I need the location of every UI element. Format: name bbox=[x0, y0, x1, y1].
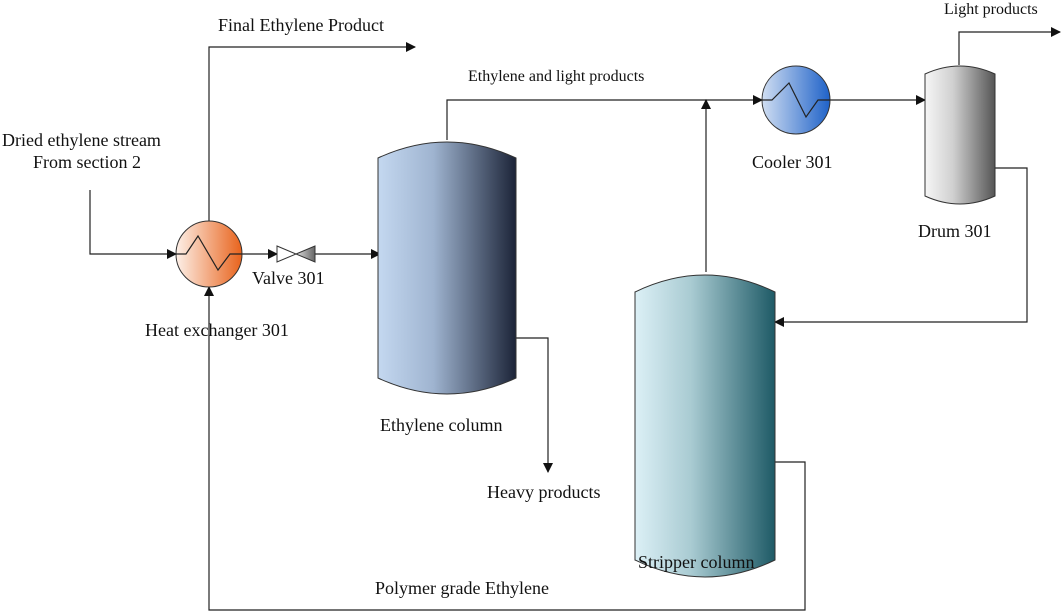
cooler-301 bbox=[761, 65, 831, 135]
ethylene-light-label: Ethylene and light products bbox=[468, 68, 644, 85]
final-product-stream bbox=[208, 42, 416, 221]
valve-301 bbox=[276, 245, 316, 263]
feed-stream bbox=[89, 190, 177, 259]
drum-301 bbox=[924, 65, 996, 205]
light-products-stream bbox=[958, 27, 1061, 65]
polymer-grade-stream bbox=[204, 286, 806, 611]
heavy-products-label: Heavy products bbox=[487, 482, 600, 502]
heat-exchanger-label: Heat exchanger 301 bbox=[145, 320, 289, 340]
light-products-label: Light products bbox=[944, 1, 1038, 18]
drum-reflux-stream bbox=[774, 167, 1028, 327]
cooler-label: Cooler 301 bbox=[752, 152, 833, 172]
heat-exchanger-301 bbox=[175, 220, 243, 288]
drum-label: Drum 301 bbox=[918, 221, 992, 241]
valve-label: Valve 301 bbox=[252, 268, 324, 288]
final-product-label: Final Ethylene Product bbox=[218, 15, 384, 35]
stripper-column-label: Stripper column bbox=[638, 552, 754, 572]
polymer-grade-label: Polymer grade Ethylene bbox=[375, 578, 549, 598]
streams bbox=[89, 27, 1061, 611]
feed-label-line1: Dried ethylene stream bbox=[2, 130, 161, 150]
stripper-column bbox=[634, 274, 776, 578]
column-overhead-stream bbox=[446, 95, 763, 140]
ethylene-column-label: Ethylene column bbox=[380, 415, 502, 435]
ethylene-column bbox=[377, 141, 517, 395]
heavy-products-stream bbox=[516, 337, 553, 473]
feed-label-line2: From section 2 bbox=[33, 152, 141, 172]
